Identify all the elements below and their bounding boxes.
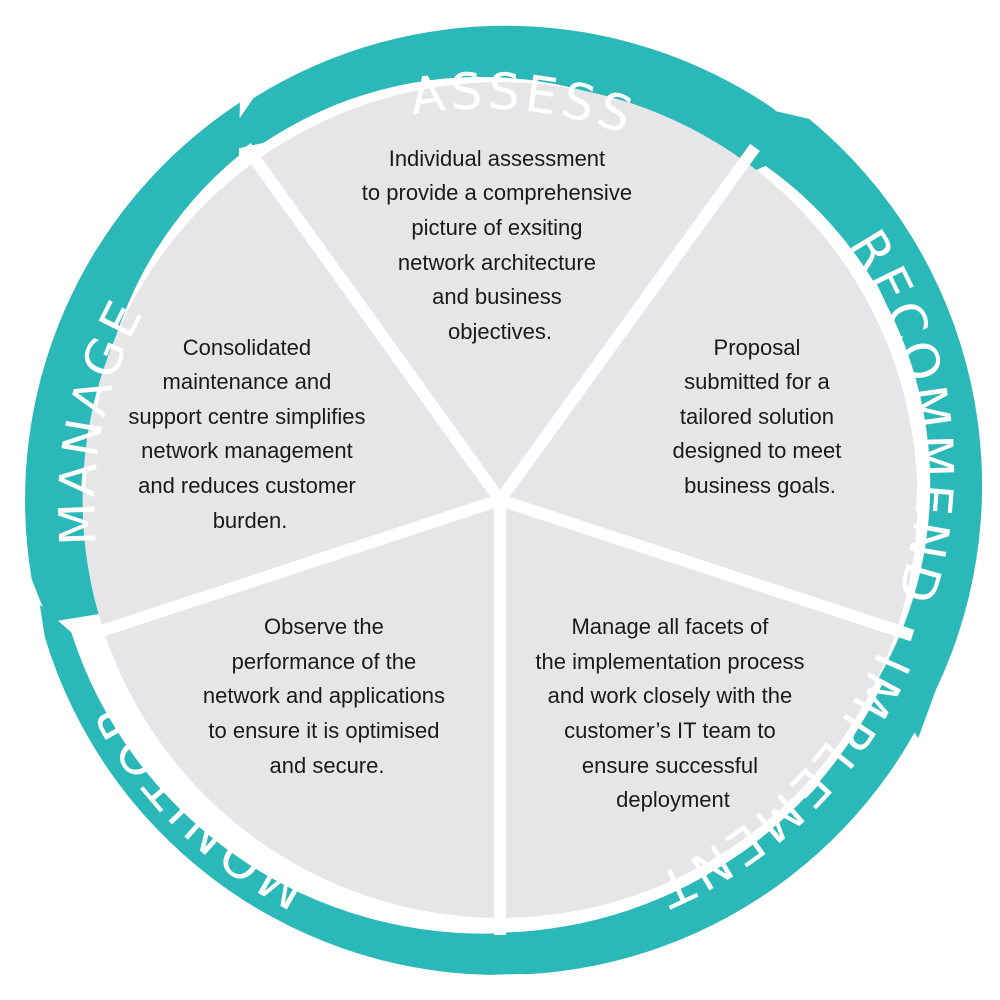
ring-arrow-monitor: [39, 604, 540, 975]
segment-monitor: [103, 500, 500, 918]
segment-texts: Individual assessment to provide a compr…: [128, 146, 848, 812]
segment-text-recommend: Proposal submitted for a tailored soluti…: [673, 335, 848, 498]
divider-line: [495, 143, 760, 504]
segment-assess: [256, 82, 745, 501]
segment-text-manage: Consolidated maintenance and support cen…: [128, 335, 371, 533]
segments: [82, 82, 918, 918]
ring: [25, 25, 983, 975]
segment-recommend: [500, 161, 918, 631]
segment-text-monitor: Observe the performance of the network a…: [203, 614, 451, 778]
ring-arrow-manage: [25, 102, 240, 623]
divider-line: [85, 494, 502, 642]
ring-arrow-assess: [216, 25, 808, 177]
segment-implement: [500, 500, 897, 918]
dividers: [85, 143, 915, 935]
segment-manage: [82, 160, 501, 631]
divider-line: [498, 494, 915, 642]
ring-arrow-implement: [468, 599, 968, 975]
segment-text-assess: Individual assessment to provide a compr…: [362, 146, 638, 344]
divider-line: [241, 143, 505, 504]
segment-text-implement: Manage all facets of the implementation …: [535, 614, 810, 812]
ring-arrow-recommend: [742, 103, 983, 739]
